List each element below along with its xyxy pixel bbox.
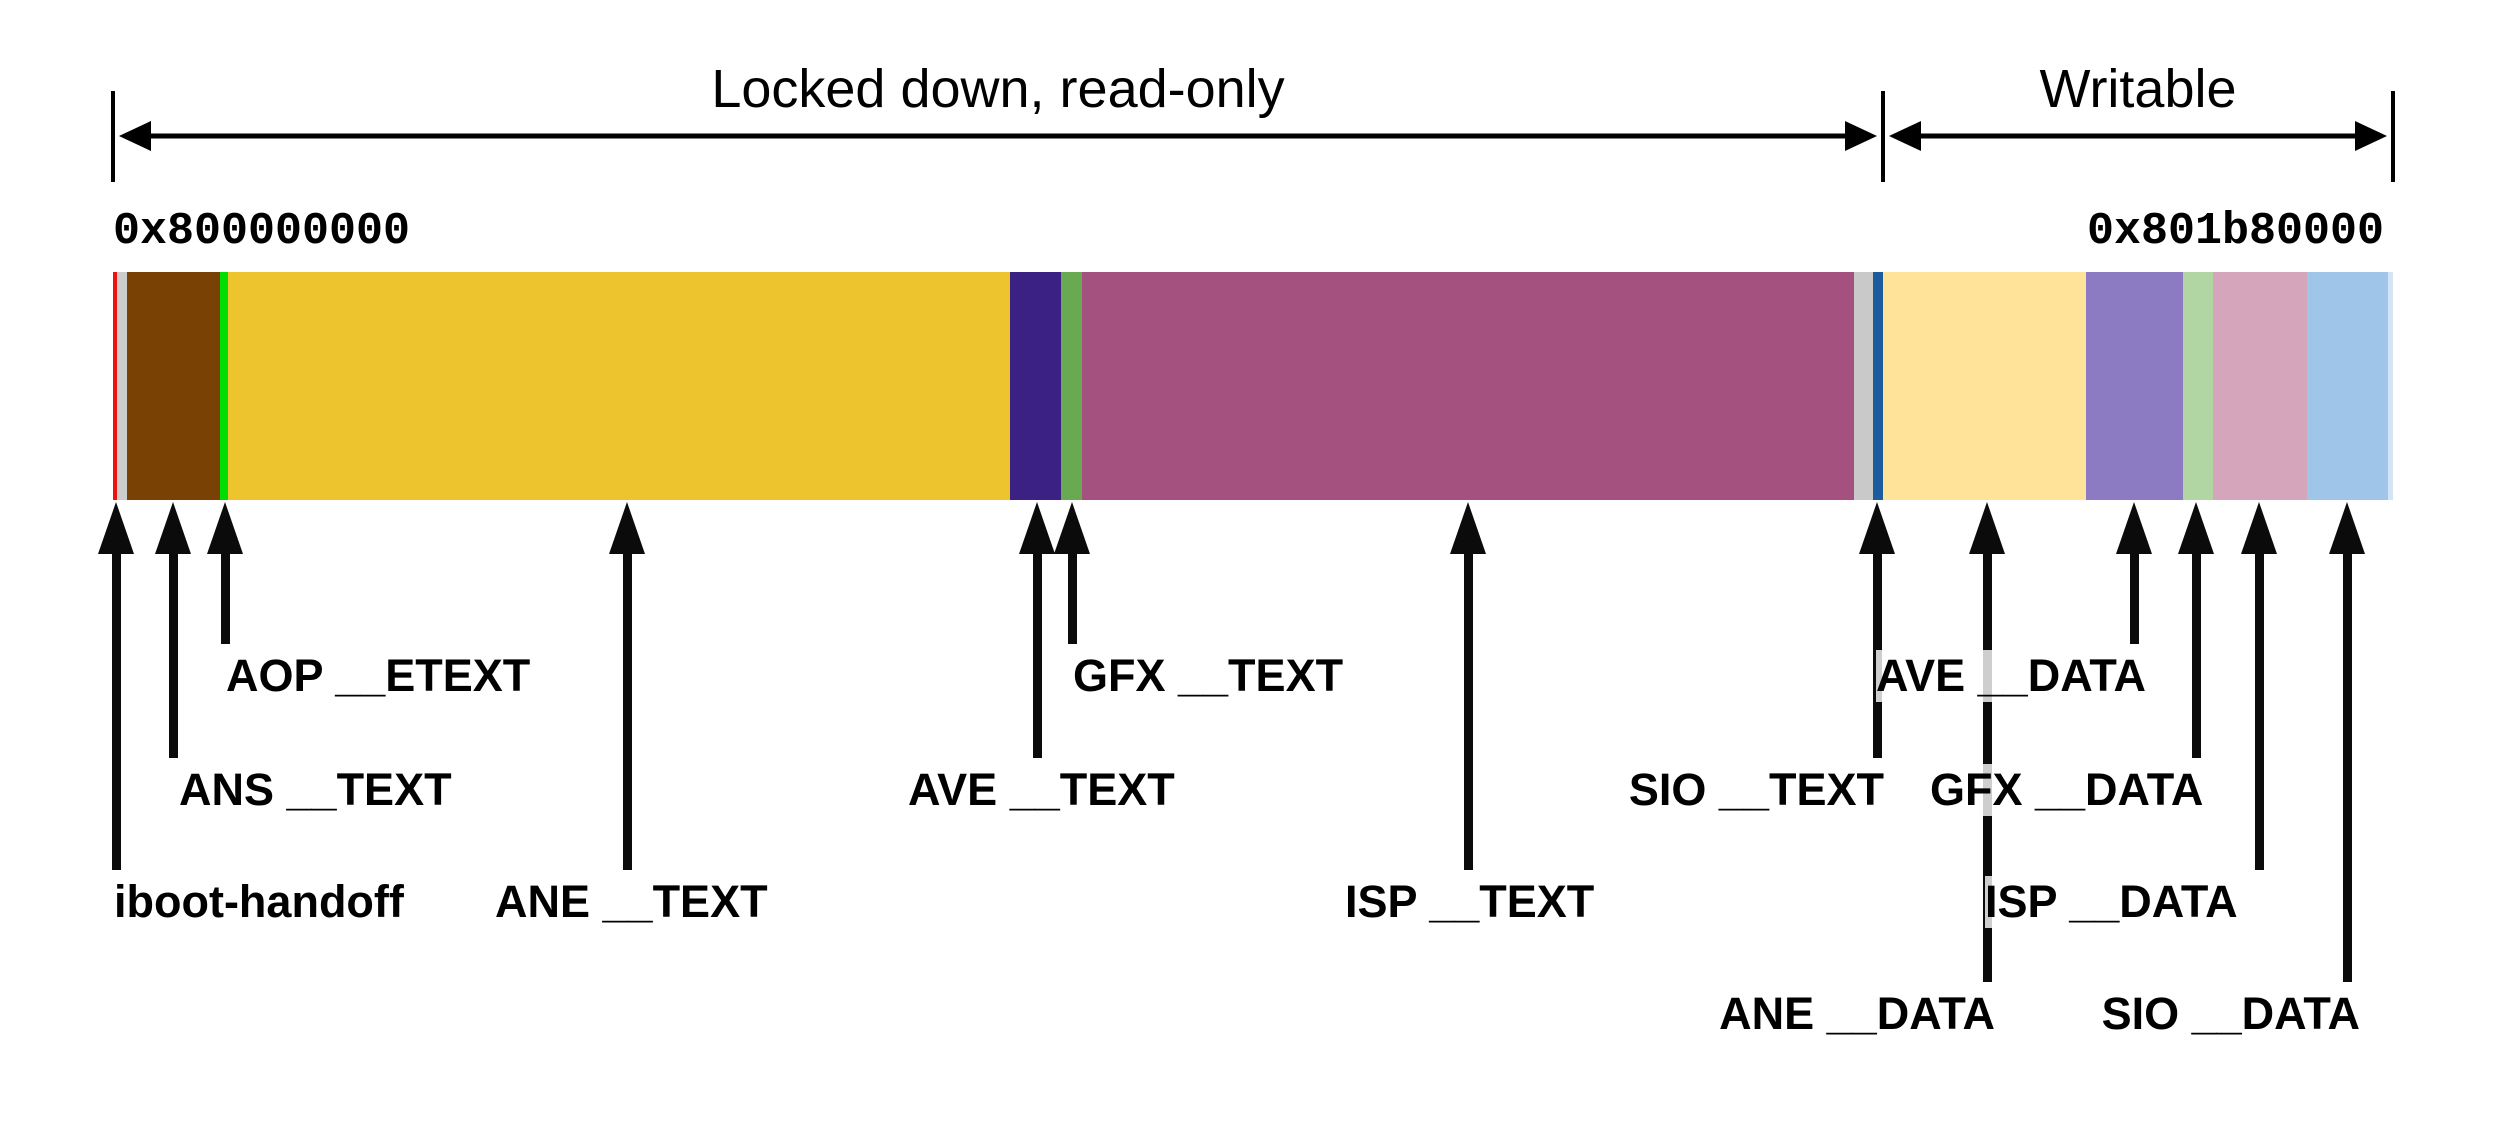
segment-bright-green: [220, 272, 228, 500]
arrow-shaft: [1032, 554, 1042, 758]
start-address: 0x800000000: [113, 206, 411, 257]
callout-arrow-sio-data: [2329, 502, 2365, 982]
up-arrowhead-icon: [207, 502, 243, 554]
arrow-shaft: [2191, 554, 2201, 758]
end-address: 0x801b80000: [2086, 206, 2384, 257]
arrowhead-left-icon: [119, 121, 151, 151]
up-arrowhead-icon: [1019, 502, 1055, 554]
arrow-shaft: [2254, 554, 2264, 870]
segment-red-stripe: [113, 272, 117, 500]
arrow-shaft: [220, 554, 230, 644]
callout-arrow-isp-text: [1450, 502, 1486, 870]
segment-purple: [2086, 272, 2183, 500]
segment-light-blue-edge: [2388, 272, 2393, 500]
callout-label-gfx-data: GFX __DATA: [1930, 764, 2204, 816]
arrowhead-right-icon: [2355, 121, 2387, 151]
callout-arrow-iboot-handoff: [98, 502, 134, 870]
up-arrowhead-icon: [2116, 502, 2152, 554]
up-arrowhead-icon: [609, 502, 645, 554]
callout-arrow-aop-etext: [207, 502, 243, 644]
callout-arrow-gfx-data: [2178, 502, 2214, 758]
up-arrowhead-icon: [1969, 502, 2005, 554]
callout-label-sio-text: SIO __TEXT: [1628, 764, 1884, 816]
segment-gold: [228, 272, 1010, 500]
callout-label-iboot-handoff: iboot-handoff: [114, 876, 404, 928]
segment-brown: [127, 272, 220, 500]
arrow-shaft: [111, 554, 121, 870]
up-arrowhead-icon: [2241, 502, 2277, 554]
arrow-shaft: [1463, 554, 1473, 870]
arrow-shaft: [168, 554, 178, 758]
arrowhead-left-icon: [1889, 121, 1921, 151]
segment-magenta: [1082, 272, 1854, 500]
callout-arrow-isp-data: [2241, 502, 2277, 870]
segment-gray-stripe-2: [1854, 272, 1873, 500]
segment-light-blue: [2307, 272, 2388, 500]
up-arrowhead-icon: [2178, 502, 2214, 554]
segment-pink: [2213, 272, 2307, 500]
callout-label-ane-text: ANE __TEXT: [495, 876, 768, 928]
up-arrowhead-icon: [2329, 502, 2365, 554]
up-arrowhead-icon: [155, 502, 191, 554]
arrow-shaft: [2342, 554, 2352, 982]
callout-label-ave-text: AVE __TEXT: [908, 764, 1175, 816]
callout-arrow-ave-data: [2116, 502, 2152, 644]
callout-arrow-sio-text: [1859, 502, 1895, 758]
region-label-writable: Writable: [2039, 59, 2237, 119]
up-arrowhead-icon: [1054, 502, 1090, 554]
region-label-locked-down: Locked down, read-only: [711, 59, 1285, 119]
callout-label-aop-etext: AOP __ETEXT: [226, 650, 531, 702]
callout-label-ane-data: ANE __DATA: [1719, 988, 1995, 1040]
callout-arrow-ave-text: [1019, 502, 1055, 758]
callout-label-ave-data: AVE __DATA: [1875, 650, 2146, 702]
segment-dark-blue: [1873, 272, 1883, 500]
arrow-shaft: [2129, 554, 2139, 644]
segment-gray-stripe: [117, 272, 127, 500]
segment-light-green: [2183, 272, 2213, 500]
segment-indigo: [1010, 272, 1061, 500]
callout-arrow-ane-text: [609, 502, 645, 870]
callout-arrow-gfx-text: [1054, 502, 1090, 644]
callout-label-sio-data: SIO __DATA: [2101, 988, 2360, 1040]
up-arrowhead-icon: [98, 502, 134, 554]
memory-bar: [113, 272, 2393, 500]
up-arrowhead-icon: [1859, 502, 1895, 554]
arrow-shaft: [622, 554, 632, 870]
callout-label-gfx-text: GFX __TEXT: [1073, 650, 1344, 702]
callout-label-isp-data: ISP __DATA: [1985, 876, 2238, 928]
up-arrowhead-icon: [1450, 502, 1486, 554]
segment-pale-yellow: [1883, 272, 2086, 500]
arrowhead-right-icon: [1845, 121, 1877, 151]
arrow-shaft: [1067, 554, 1077, 644]
callout-arrow-ans-text: [155, 502, 191, 758]
callout-label-isp-text: ISP __TEXT: [1345, 876, 1595, 928]
callout-label-ans-text: ANS __TEXT: [179, 764, 452, 816]
segment-mid-green: [1061, 272, 1082, 500]
